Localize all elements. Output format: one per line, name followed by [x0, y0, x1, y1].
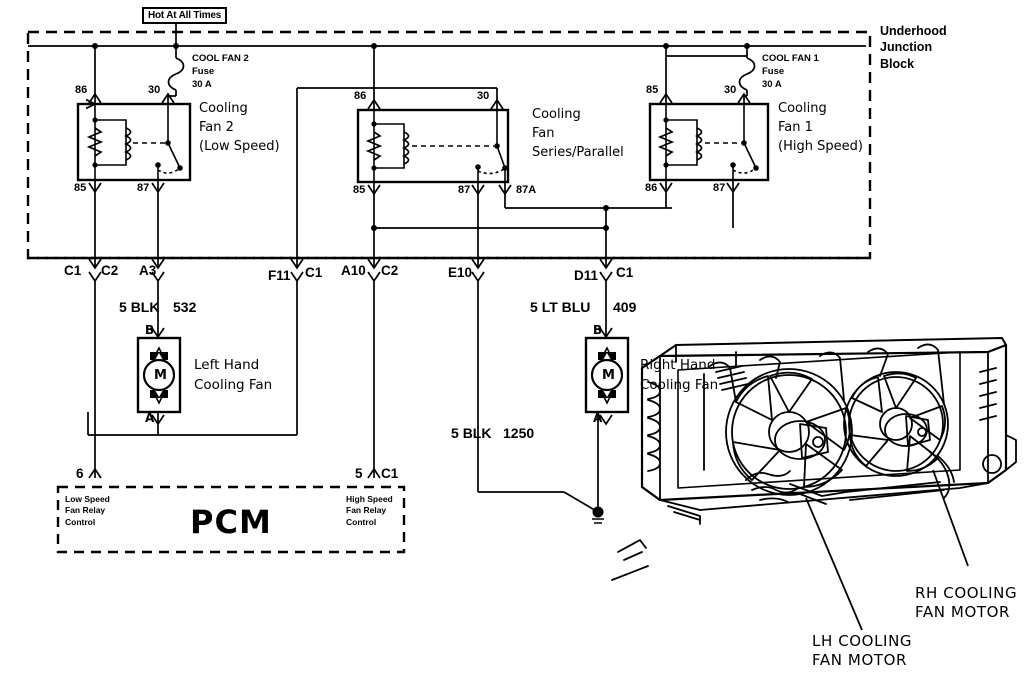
wire-532-gauge-color: 5 BLK: [119, 299, 160, 315]
connector-d11-cavity: C1: [616, 265, 634, 280]
rh-fan-blades: [843, 371, 949, 477]
relay-1-terminal-85: 85: [74, 182, 87, 194]
relay-2-terminal-87: 87: [458, 184, 471, 196]
pcm-pin-5: 5: [355, 466, 363, 481]
relay-1-terminal-30: 30: [148, 84, 161, 96]
hot-at-all-times-label: Hot At All Times: [142, 7, 228, 24]
underhood-junction-block-boundary: [26, 30, 872, 260]
fuse-cool-fan-2-name: COOL FAN 2: [192, 53, 249, 64]
relay-3-terminal-85: 85: [646, 84, 659, 96]
connector-f11-pin: F11: [268, 268, 291, 283]
connector-arrowheads: [88, 258, 613, 270]
rh-fan-pin-a: A: [593, 411, 603, 425]
power-bus: [28, 22, 866, 47]
pcm-connector-c1: C1: [381, 466, 399, 481]
relay-cooling-fan-2: [76, 43, 192, 268]
relay-2-terminal-86: 86: [354, 90, 367, 102]
relay-cooling-fan-1: [648, 43, 770, 228]
fuse-cool-fan-2: [167, 43, 185, 96]
connector-a10-pin: A10: [341, 263, 366, 278]
fuse-cool-fan-1-word: Fuse: [762, 66, 785, 77]
relay-2-terminal-87a: 87A: [516, 184, 537, 196]
lh-fan-pin-a: A: [145, 411, 155, 425]
rh-fan-pin-b: B: [593, 323, 603, 337]
connector-f11-cavity: C1: [305, 265, 323, 280]
radiator-fan-assembly-illustration: [611, 337, 1017, 581]
relay-3-terminal-87: 87: [713, 182, 726, 194]
fuse-cool-fan-2-word: Fuse: [192, 66, 215, 77]
fuse-cool-fan-2-rating: 30 A: [192, 79, 212, 90]
relay-3-terminal-30: 30: [724, 84, 737, 96]
pcm-pin-6: 6: [76, 466, 84, 481]
relay-3-terminal-86: 86: [645, 182, 658, 194]
wire-409-gauge-color: 5 LT BLU: [530, 299, 591, 315]
fuse-cool-fan-1-name: COOL FAN 1: [762, 53, 819, 64]
rh-fan-motor-symbol-letter: M: [602, 368, 615, 383]
relay-2-terminal-85: 85: [353, 184, 366, 196]
lh-fan-blades: [725, 368, 853, 496]
connector-c1-pin: C1: [64, 263, 82, 278]
connector-d11-pin: D11: [574, 268, 599, 283]
relay-2-terminal-30: 30: [477, 90, 490, 102]
relay-1-terminal-86: 86: [75, 84, 88, 96]
pcm-label: PCM: [190, 503, 272, 541]
relay-1-terminal-87: 87: [137, 182, 150, 194]
pcm-module-boundary: [56, 467, 406, 554]
connector-c1-cavity: C2: [101, 263, 119, 278]
wire-532-circuit: 532: [173, 299, 197, 315]
wire-1250-circuit: 1250: [503, 425, 535, 441]
fuse-cool-fan-1: [738, 43, 756, 96]
connector-e10-pin: E10: [448, 265, 473, 280]
wire-1250-gauge-color: 5 BLK: [451, 425, 492, 441]
lh-fan-motor-symbol-letter: M: [154, 368, 167, 383]
right-hand-cooling-fan-motor-symbol: [584, 336, 630, 426]
left-hand-cooling-fan-motor-symbol: [136, 336, 182, 426]
connector-a3-pin: A3: [139, 263, 157, 278]
fuse-cool-fan-1-rating: 30 A: [762, 79, 782, 90]
relay-cooling-fan-series-parallel: [296, 43, 660, 268]
connector-a10-cavity: C2: [381, 263, 399, 278]
callout-leader-lines: [805, 469, 969, 631]
lh-fan-pin-b: B: [145, 323, 155, 337]
wire-409-circuit: 409: [613, 299, 637, 315]
